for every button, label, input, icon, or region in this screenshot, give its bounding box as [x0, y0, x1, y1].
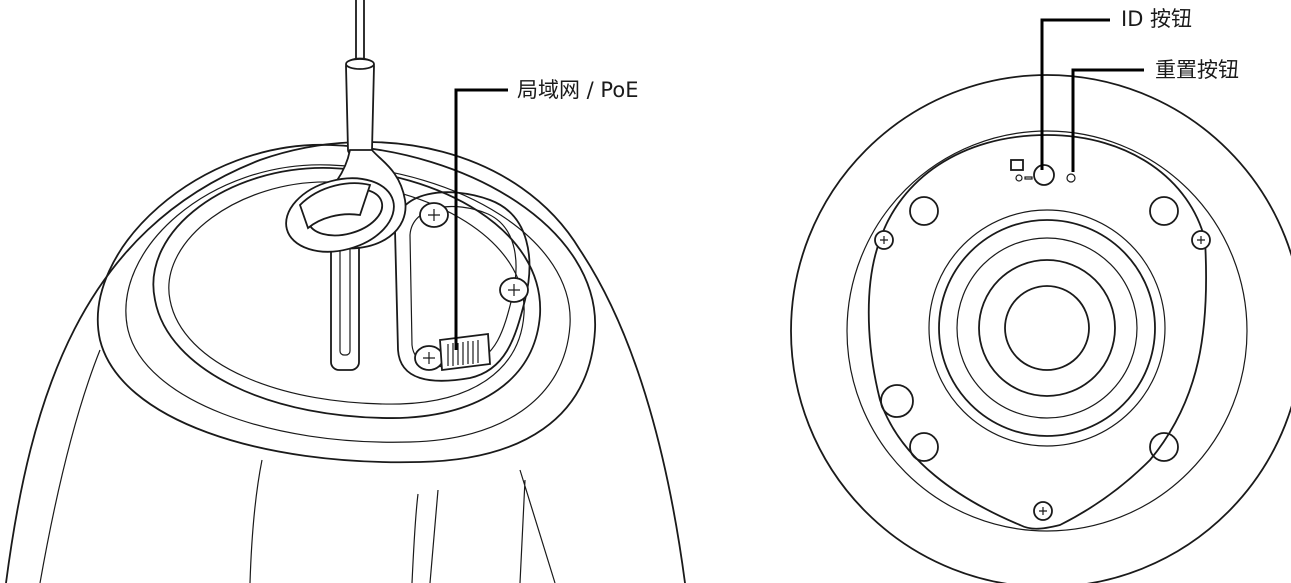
mount-hole-br [1149, 432, 1179, 462]
leader-id-button [1040, 18, 1110, 170]
screw-top [419, 202, 449, 228]
id-button [1033, 164, 1055, 186]
mount-hole-bl [909, 432, 939, 462]
speaker-body-ridge-right [411, 493, 419, 583]
callout-id-button: ID 按钮 [1121, 7, 1193, 31]
speaker-rim-inner [125, 164, 571, 443]
cable-sleeve-top [345, 58, 375, 70]
mount-hole-tl [909, 196, 939, 226]
speaker-top-view [5, 0, 686, 583]
ethernet-port-icon [439, 332, 491, 372]
driver-cone [956, 237, 1138, 419]
connector-bay [394, 191, 531, 382]
driver-surround-outer [928, 209, 1166, 447]
boss-screw-right [1191, 230, 1211, 250]
driver-surround [938, 219, 1156, 437]
reset-button [1066, 173, 1076, 183]
top-plate [152, 167, 541, 419]
bottom-outer-ring [790, 74, 1291, 583]
driver-cap [1004, 285, 1090, 371]
leader-lan-poe [454, 88, 508, 350]
speaker-rim [97, 144, 596, 464]
boss-screw-bottom [1033, 501, 1053, 521]
speaker-body-ridge-right-3 [519, 469, 556, 583]
boss-screw-left [874, 230, 894, 250]
mount-hole-tr [1149, 196, 1179, 226]
callout-reset-button: 重置按钮 [1155, 58, 1239, 82]
speaker-bottom-view [790, 18, 1291, 583]
id-marking-icon [1010, 159, 1033, 182]
bottom-outer-ring-2 [846, 130, 1248, 532]
speaker-body-ridge-left-2 [249, 459, 263, 583]
callout-lan-poe: 局域网 / PoE [517, 78, 639, 102]
screw-bottom [414, 345, 444, 371]
speaker-body-ridge-left [39, 349, 101, 583]
leader-reset-button [1071, 68, 1144, 172]
speaker-body-outline [5, 141, 686, 583]
driver-ring [978, 259, 1116, 397]
mount-hole-left [880, 384, 914, 418]
top-plate-inner [168, 181, 525, 405]
hook-clip [298, 182, 372, 230]
screw-right [499, 277, 529, 303]
speaker-body-ridge-right-2 [429, 489, 439, 583]
cable-sleeve [345, 57, 375, 157]
